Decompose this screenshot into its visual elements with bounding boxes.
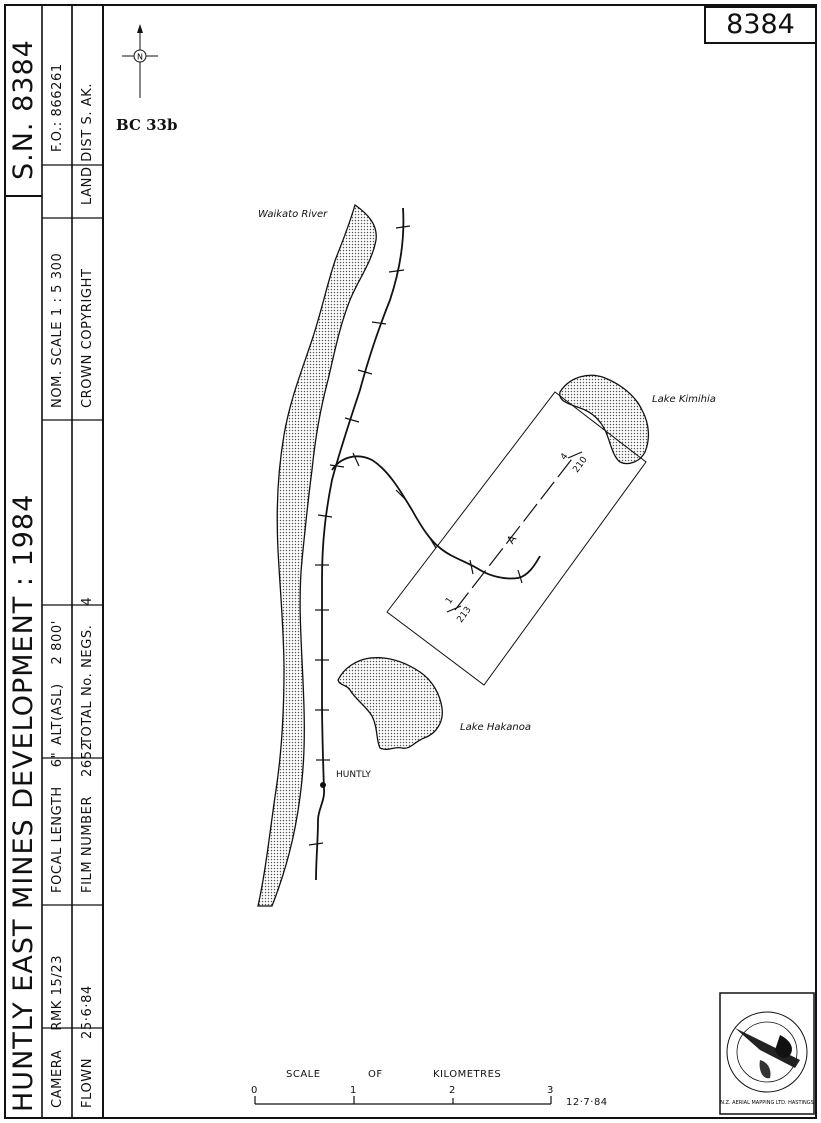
scale-tick-1: 1 [350, 1085, 357, 1096]
scale-tick-0: 0 [251, 1085, 258, 1096]
scale-tick-2: 2 [449, 1085, 456, 1096]
label-waikato-river: Waikato River [258, 209, 328, 220]
sheet-code: BC 33b [116, 116, 178, 134]
north-arrow-icon: N [122, 24, 158, 98]
scale-bar [254, 1096, 552, 1105]
railway-line [315, 207, 405, 881]
scale-label: SCALE [286, 1069, 321, 1080]
scale-tick-3: 3 [547, 1085, 554, 1096]
run-end-tick [567, 451, 583, 459]
sheet-number-box: 8384 [704, 6, 817, 44]
railway-ticks [308, 225, 411, 846]
run-start-tick [446, 605, 462, 613]
logo-text: N.Z. AERIAL MAPPING LTD. HASTINGS [720, 1100, 814, 1106]
map-sheet [4, 4, 817, 1119]
branch-railway [331, 455, 541, 580]
label-lake-hakanoa: Lake Hakanoa [460, 722, 531, 733]
label-huntly: HUNTLY [336, 770, 371, 780]
photo-coverage-outline [386, 391, 647, 686]
huntly-point [320, 782, 326, 788]
company-logo: N.Z. AERIAL MAPPING LTD. HASTINGS [719, 992, 815, 1115]
lake-kimihia [559, 374, 650, 465]
scale-date: 12·7·84 [566, 1097, 608, 1108]
waikato-river [257, 203, 377, 907]
scale-units-label: KILOMETRES [433, 1069, 502, 1080]
branch-ticks [352, 452, 523, 584]
flight-run-line [454, 454, 576, 611]
lake-hakanoa [337, 656, 443, 751]
north-label: N [137, 53, 143, 62]
label-lake-kimihia: Lake Kimihia [652, 394, 716, 405]
scale-of-label: OF [368, 1069, 383, 1080]
